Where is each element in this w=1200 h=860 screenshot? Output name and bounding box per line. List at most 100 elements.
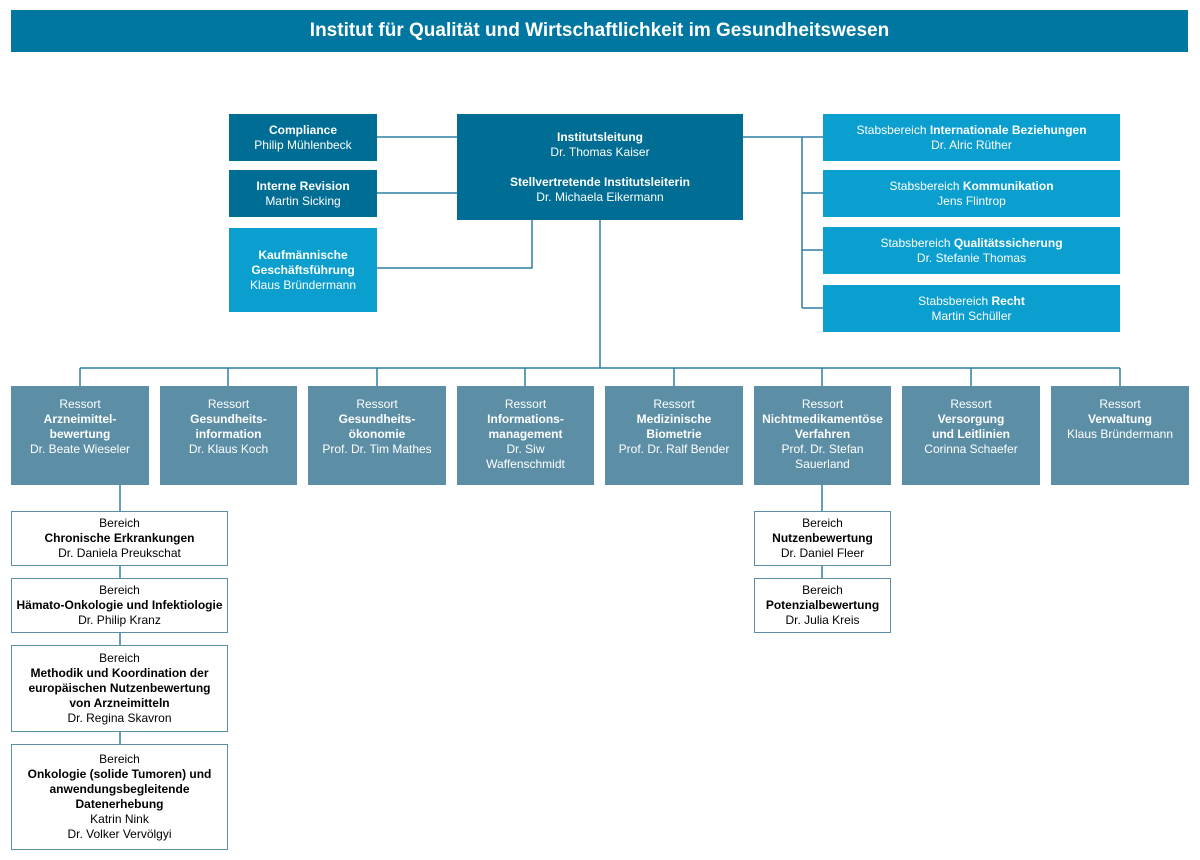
ressort-name: Corinna Schaefer <box>924 442 1018 456</box>
bereich-name: Dr. Philip Kranz <box>78 613 161 627</box>
deputy-name: Dr. Michaela Eikermann <box>536 189 664 204</box>
stab-title: Qualitätssicherung <box>953 235 1063 250</box>
ressort-arzneimittelbewertung: Ressort Arzneimittel- bewertung Dr. Beat… <box>11 386 149 485</box>
kaufmaennische-geschaeftsfuehrung-box: Kaufmännische Geschäftsführung Klaus Brü… <box>229 228 377 312</box>
ressort-versorgung-und-leitlinien: Ressort Versorgung und Leitlinien Corinn… <box>902 386 1040 485</box>
stabsbereich-kommunikation: Stabsbereich Kommunikation Jens Flintrop <box>823 170 1120 217</box>
bereich-label: Bereich <box>802 516 843 530</box>
unit-title: Compliance <box>268 122 337 137</box>
bereich-title: Onkologie (solide Tumoren) und <box>27 767 212 781</box>
ressort-title: information <box>195 427 262 441</box>
ressort-label: Ressort <box>504 397 547 411</box>
institutsleitung-box: Institutsleitung Dr. Thomas Kaiser Stell… <box>457 114 743 220</box>
unit-name: Martin Sicking <box>265 193 341 208</box>
unit-title: Interne Revision <box>256 178 350 193</box>
ressort-label: Ressort <box>356 397 398 411</box>
bereich-title: anwendungsbegleitende <box>49 782 190 796</box>
ressort-name: Waffenschmidt <box>486 457 565 471</box>
stab-prefix: Stabsbereich <box>889 178 960 193</box>
stab-title: Internationale Beziehungen <box>929 122 1087 137</box>
ressort-title: bewertung <box>49 427 111 441</box>
stab-title: Recht <box>991 293 1025 308</box>
bereich-label: Bereich <box>99 516 140 530</box>
bereich-title: Chronische Erkrankungen <box>44 531 195 545</box>
ressort-name: Dr. Siw <box>506 442 545 456</box>
ressort-label: Ressort <box>1099 397 1141 411</box>
leitung-title: Institutsleitung <box>557 129 643 144</box>
stab-prefix: Stabsbereich <box>856 122 927 137</box>
stab-name: Dr. Alric Rüther <box>931 137 1012 152</box>
stabsbereich-recht: Stabsbereich Recht Martin Schüller <box>823 285 1120 332</box>
ressort-label: Ressort <box>653 397 695 411</box>
ressort-title: Biometrie <box>646 427 702 441</box>
bereich-name: Katrin Nink <box>90 812 149 826</box>
ressort-nichtmedikamentoese-verfahren: Ressort Nichtmedikamentöse Verfahren Pro… <box>754 386 891 485</box>
ressort-title: Medizinische <box>636 412 712 426</box>
bereich-methodik-koordination: Bereich Methodik und Koordination der eu… <box>11 645 228 732</box>
ressort-title: ökonomie <box>348 427 406 441</box>
interne-revision-box: Interne Revision Martin Sicking <box>229 170 377 217</box>
ressort-title: und Leitlinien <box>932 427 1010 441</box>
unit-title-line: Geschäftsführung <box>251 262 355 277</box>
ressort-title: Gesundheits- <box>190 412 267 426</box>
ressort-verwaltung: Ressort Verwaltung Klaus Bründermann <box>1051 386 1189 485</box>
bereich-title: Nutzenbewertung <box>772 531 873 545</box>
ressort-name: Dr. Beate Wieseler <box>29 442 131 456</box>
ressort-gesundheitsinformation: Ressort Gesundheits- information Dr. Kla… <box>160 386 297 485</box>
ressort-name: Prof. Dr. Stefan <box>781 442 864 456</box>
bereich-chronische-erkrankungen: Bereich Chronische Erkrankungen Dr. Dani… <box>11 511 228 566</box>
ressort-label: Ressort <box>59 397 101 411</box>
ressort-label: Ressort <box>801 397 844 411</box>
stab-title: Kommunikation <box>962 178 1054 193</box>
bereich-label: Bereich <box>99 752 140 766</box>
stabsbereich-internationale-beziehungen: Stabsbereich Internationale Beziehungen … <box>823 114 1120 161</box>
ressort-title: Arzneimittel- <box>43 412 117 426</box>
bereich-name: Dr. Daniel Fleer <box>780 546 865 560</box>
ressort-gesundheitsoekonomie: Ressort Gesundheits- ökonomie Prof. Dr. … <box>308 386 446 485</box>
ressort-title: Gesundheits- <box>338 412 416 426</box>
bereich-title: Methodik und Koordination der <box>30 666 209 680</box>
bereich-title: europäischen Nutzenbewertung <box>28 681 211 695</box>
ressort-title: Verfahren <box>794 427 851 441</box>
ressort-medizinische-biometrie: Ressort Medizinische Biometrie Prof. Dr.… <box>605 386 743 485</box>
bereich-title: von Arzneimitteln <box>69 696 170 710</box>
unit-name: Klaus Bründermann <box>249 277 357 292</box>
bereich-title: Datenerhebung <box>75 797 164 811</box>
bereich-title: Potenzialbewertung <box>765 598 880 612</box>
ressort-title: Verwaltung <box>1087 412 1152 426</box>
ressort-name: Sauerland <box>795 457 850 471</box>
stab-name: Jens Flintrop <box>937 193 1006 208</box>
unit-title-line: Kaufmännische <box>258 247 348 262</box>
ressort-name: Dr. Klaus Koch <box>188 442 269 456</box>
stab-prefix: Stabsbereich <box>880 235 951 250</box>
ressort-name: Klaus Bründermann <box>1066 427 1174 441</box>
ressort-title: management <box>488 427 563 441</box>
bereich-name: Dr. Regina Skavron <box>67 711 172 725</box>
bereich-nutzenbewertung: Bereich Nutzenbewertung Dr. Daniel Fleer <box>754 511 891 566</box>
page-title: Institut für Qualität und Wirtschaftlich… <box>11 10 1188 52</box>
ressort-title: Informations- <box>487 412 564 426</box>
bereich-name: Dr. Volker Vervölgyi <box>67 827 172 841</box>
bereich-label: Bereich <box>99 651 140 665</box>
bereich-potenzialbewertung: Bereich Potenzialbewertung Dr. Julia Kre… <box>754 578 891 633</box>
bereich-onkologie-solide-tumoren: Bereich Onkologie (solide Tumoren) und a… <box>11 744 228 850</box>
stab-prefix: Stabsbereich <box>918 293 989 308</box>
stab-name: Dr. Stefanie Thomas <box>916 250 1027 265</box>
bereich-haemato-onkologie: Bereich Hämato-Onkologie und Infektiolog… <box>11 578 228 633</box>
ressort-name: Prof. Dr. Tim Mathes <box>322 442 432 456</box>
ressort-title: Versorgung <box>937 412 1005 426</box>
bereich-label: Bereich <box>802 583 843 597</box>
ressort-title: Nichtmedikamentöse <box>762 412 883 426</box>
ressort-label: Ressort <box>207 397 250 411</box>
bereich-name: Dr. Daniela Preukschat <box>58 546 181 560</box>
ressort-name: Prof. Dr. Ralf Bender <box>618 442 730 456</box>
ressort-informationsmanagement: Ressort Informations- management Dr. Siw… <box>457 386 594 485</box>
bereich-name: Dr. Julia Kreis <box>785 613 860 627</box>
stabsbereich-qualitaetssicherung: Stabsbereich Qualitätssicherung Dr. Stef… <box>823 227 1120 274</box>
compliance-box: Compliance Philip Mühlenbeck <box>229 114 377 161</box>
ressort-label: Ressort <box>950 397 992 411</box>
stab-name: Martin Schüller <box>931 308 1012 323</box>
bereich-label: Bereich <box>99 583 140 597</box>
deputy-title: Stellvertretende Institutsleiterin <box>509 174 691 189</box>
